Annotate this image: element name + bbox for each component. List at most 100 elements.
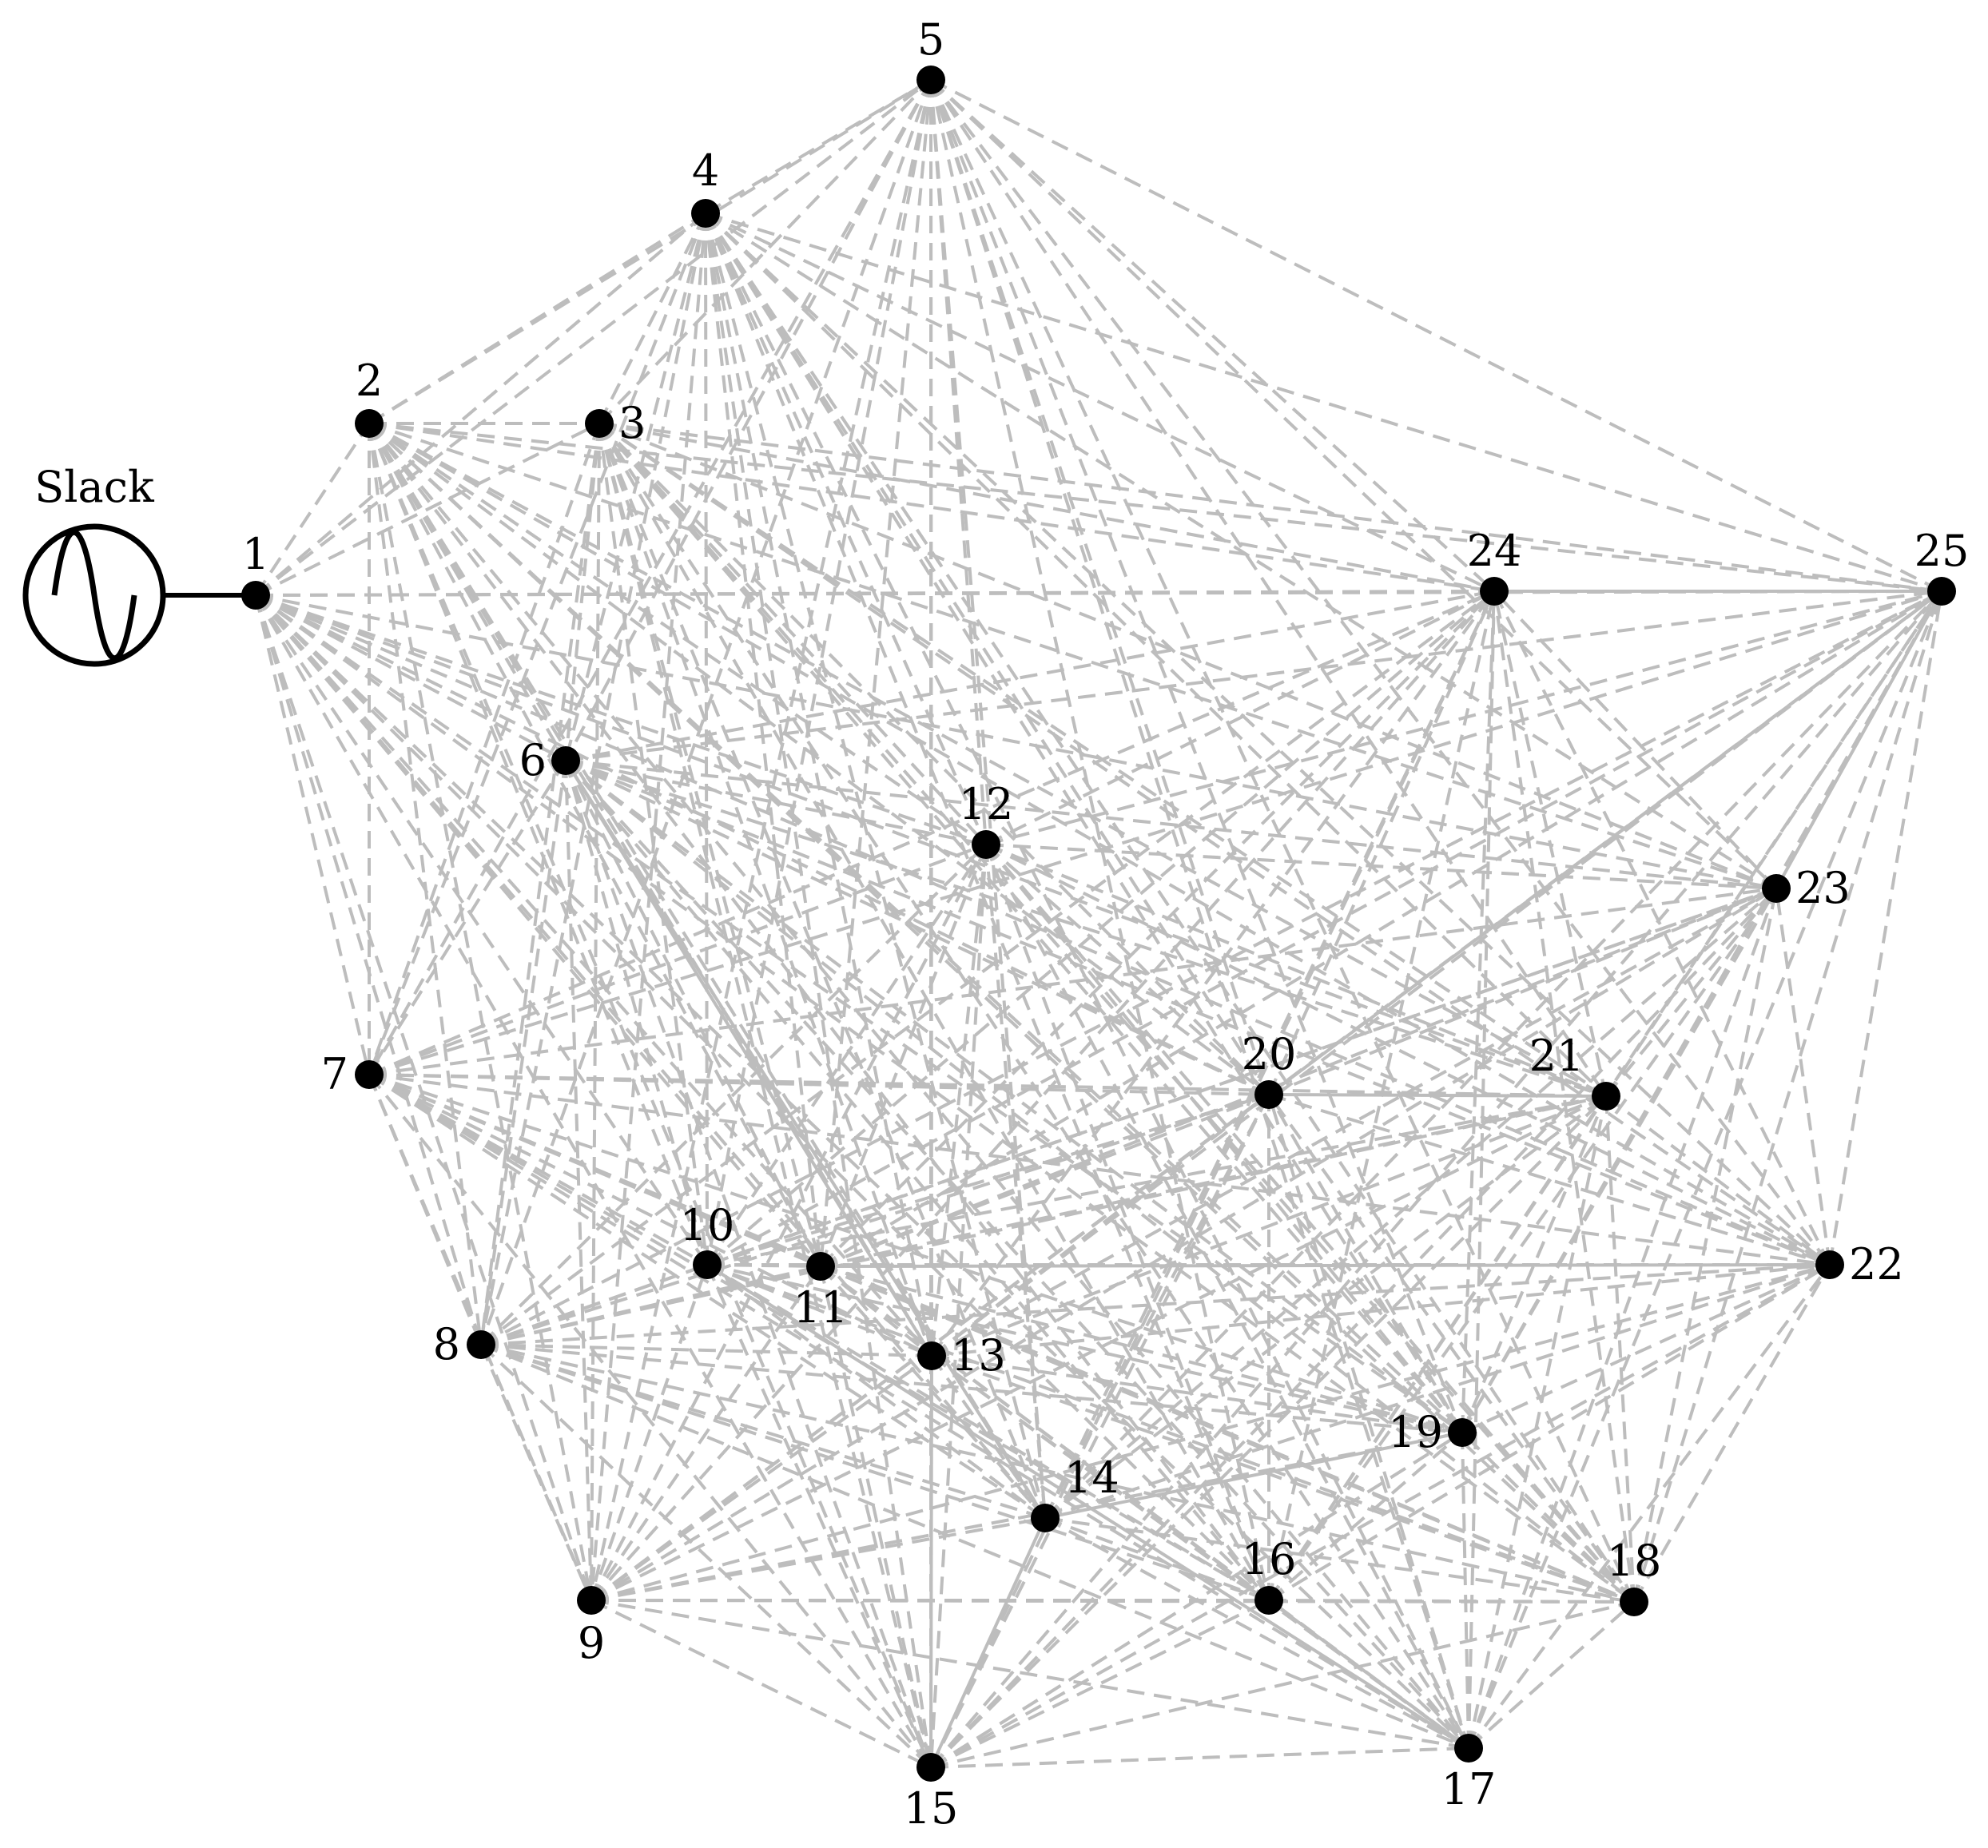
dashed-edge-14-21 — [1044, 1095, 1608, 1520]
dashed-edge-4-11 — [704, 213, 822, 1267]
dashed-edge-8-19 — [480, 1343, 1463, 1434]
dashed-edge-1-20 — [255, 594, 1270, 1096]
dashed-edge-6-20 — [565, 759, 1270, 1096]
solid-edge-20-21 — [1268, 1093, 1607, 1098]
dashed-edge-13-23 — [931, 887, 1777, 1357]
dashed-edge-18-23 — [1632, 888, 1778, 1603]
node-label-1: 1 — [242, 529, 269, 579]
dashed-edge-22-25 — [1828, 590, 1943, 1266]
dashed-edge-7-15 — [368, 1073, 932, 1769]
dashed-edge-3-24 — [598, 422, 1495, 593]
dashed-edge-14-18 — [1044, 1516, 1635, 1604]
node-label-5: 5 — [917, 14, 944, 65]
dashed-edge-12-13 — [930, 844, 988, 1357]
dashed-edge-1-25 — [255, 590, 1942, 597]
dashed-edge-8-12 — [479, 843, 988, 1346]
dashed-edge-4-5 — [704, 78, 932, 215]
dashed-edge-21-23 — [1604, 887, 1778, 1098]
node-18 — [1620, 1588, 1648, 1616]
dashed-edge-2-20 — [368, 422, 1270, 1096]
dashed-edge-11-12 — [819, 844, 988, 1267]
dashed-edge-18-22 — [1632, 1263, 1831, 1604]
dashed-edge-3-4 — [598, 213, 707, 424]
dashed-edge-9-23 — [590, 887, 1778, 1602]
dashed-edge-13-18 — [931, 1354, 1635, 1604]
dashed-edge-12-15 — [929, 844, 988, 1768]
dashed-edge-8-16 — [480, 1343, 1270, 1602]
dashed-edge-1-22 — [255, 594, 1831, 1266]
solid-edge-23-25 — [1775, 590, 1943, 889]
dashed-edge-3-23 — [598, 422, 1777, 890]
dashed-edge-15-22 — [930, 1263, 1831, 1769]
dashed-edge-16-23 — [1267, 887, 1778, 1602]
dashed-edge-15-23 — [929, 887, 1778, 1769]
dashed-edge-18-21 — [1604, 1095, 1636, 1603]
dashed-edge-12-24 — [985, 590, 1495, 846]
node-8 — [467, 1330, 495, 1359]
dashed-edge-22-24 — [1493, 590, 1831, 1266]
dashed-edge-14-23 — [1044, 887, 1778, 1520]
dashed-edge-20-22 — [1268, 1093, 1831, 1266]
node-17 — [1454, 1734, 1483, 1763]
dashed-edge-11-13 — [819, 1265, 933, 1357]
node-14 — [1031, 1504, 1060, 1532]
node-label-7: 7 — [321, 1049, 348, 1099]
dashed-edge-4-12 — [704, 213, 988, 845]
dashed-edge-9-14 — [590, 1516, 1046, 1602]
dashed-edge-4-7 — [368, 213, 707, 1075]
dashed-edge-12-17 — [984, 844, 1470, 1749]
dashed-edge-6-24 — [565, 590, 1495, 762]
node-9 — [577, 1586, 606, 1615]
solid-edge-11-22 — [820, 1263, 1831, 1268]
dashed-edge-13-22 — [931, 1263, 1831, 1357]
dashed-edge-3-8 — [479, 423, 601, 1345]
node-label-9: 9 — [578, 1618, 605, 1668]
dashed-edge-5-19 — [929, 79, 1464, 1433]
node-label-13: 13 — [951, 1330, 1006, 1381]
dashed-edge-10-15 — [706, 1264, 932, 1768]
dashed-edge-5-11 — [819, 79, 932, 1267]
node-3 — [585, 409, 614, 438]
dashed-edge-3-5 — [598, 78, 932, 425]
dashed-edge-1-11 — [254, 594, 822, 1268]
node-23 — [1762, 874, 1791, 903]
dashed-edge-12-22 — [985, 843, 1831, 1266]
dashed-edges-group — [254, 78, 1943, 1769]
dashed-edge-17-22 — [1467, 1263, 1831, 1750]
node-24 — [1480, 577, 1509, 606]
dashed-edge-18-24 — [1493, 590, 1636, 1603]
dashed-edge-23-24 — [1493, 590, 1778, 890]
node-label-2: 2 — [356, 356, 383, 406]
node-label-4: 4 — [692, 145, 719, 196]
dashed-edge-1-12 — [255, 594, 987, 846]
dashed-edge-3-7 — [368, 423, 601, 1075]
dashed-edge-12-25 — [985, 590, 1942, 846]
node-label-21: 21 — [1529, 1031, 1584, 1081]
dashed-edge-12-19 — [984, 843, 1464, 1434]
dashed-edge-9-17 — [590, 1599, 1469, 1750]
dashed-edge-8-24 — [479, 590, 1496, 1346]
dashed-edge-15-19 — [929, 1431, 1464, 1769]
dashed-edge-7-12 — [368, 843, 987, 1076]
dashed-edge-5-12 — [929, 79, 988, 845]
dashed-edge-9-22 — [590, 1263, 1831, 1602]
solid-edge-20-25 — [1267, 590, 1943, 1096]
dashed-edge-15-17 — [930, 1747, 1469, 1769]
solid-edges-group — [564, 590, 1943, 1768]
solid-edge-14-19 — [1044, 1431, 1463, 1520]
dashed-edge-9-12 — [590, 844, 988, 1601]
dashed-edge-4-25 — [705, 212, 1942, 593]
dashed-edge-19-23 — [1461, 888, 1778, 1433]
dashed-edge-1-6 — [255, 594, 567, 762]
dashed-edge-11-25 — [819, 590, 1943, 1268]
dashed-edge-5-17 — [929, 79, 1470, 1749]
dashed-edge-5-10 — [706, 79, 932, 1266]
dashed-edge-2-10 — [368, 423, 709, 1266]
dashed-edge-18-20 — [1267, 1093, 1636, 1604]
dashed-edge-2-22 — [368, 422, 1831, 1266]
dashed-edge-12-14 — [984, 844, 1047, 1519]
dashed-edge-17-23 — [1467, 888, 1778, 1749]
dashed-edge-2-25 — [368, 422, 1942, 593]
